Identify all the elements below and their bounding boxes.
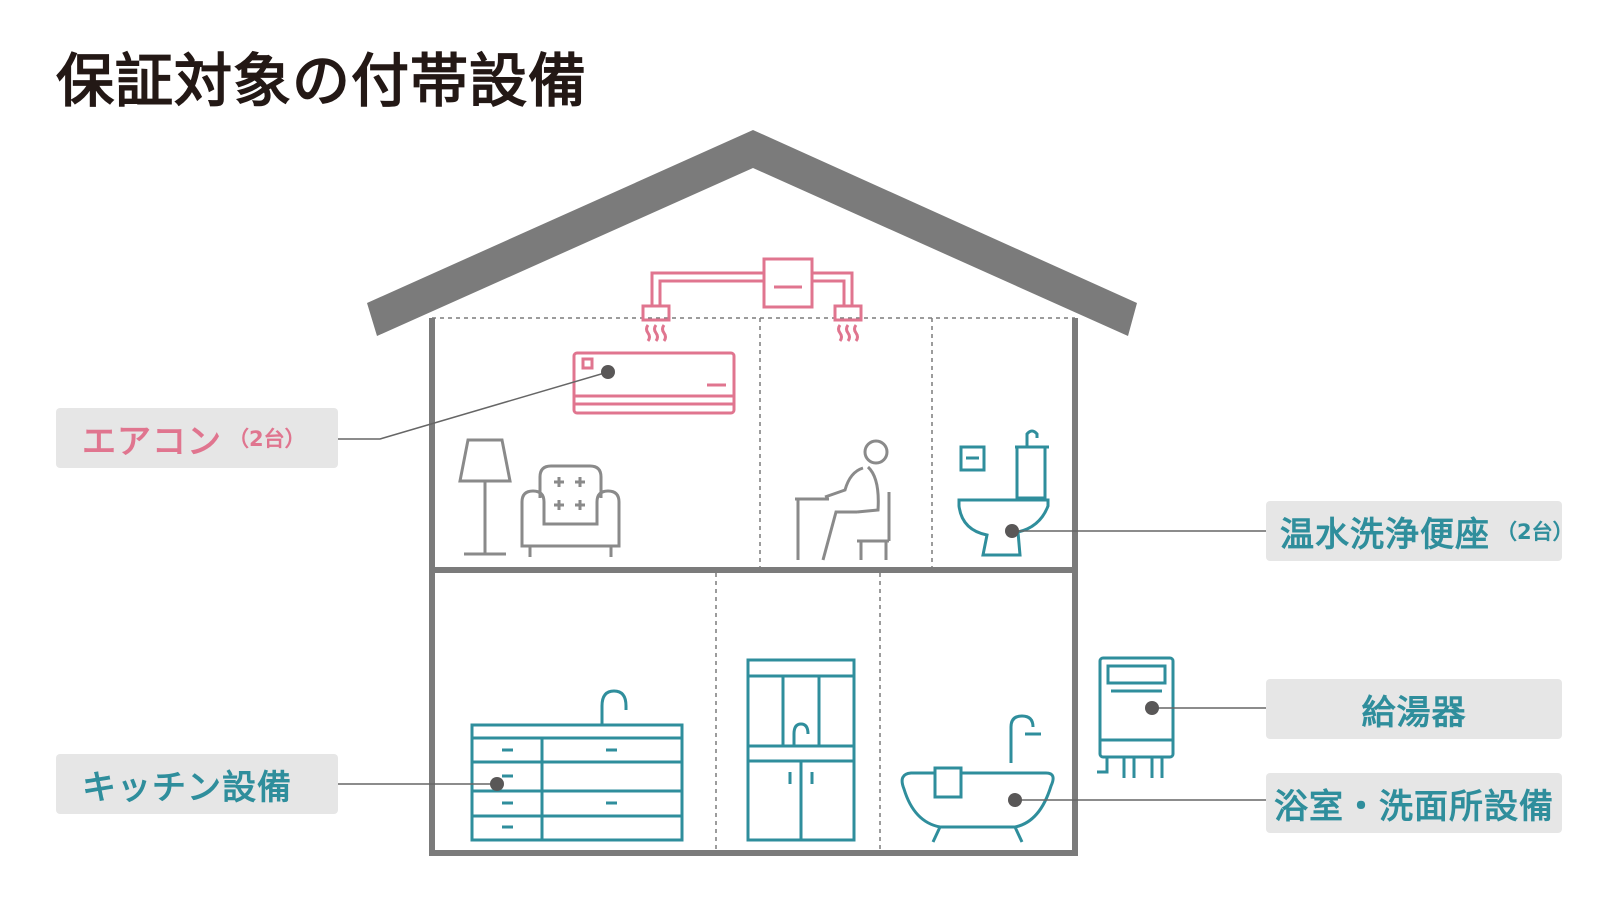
label-bathroom-name: 浴室・洗面所設備 xyxy=(1274,786,1554,827)
dot-bath xyxy=(1008,793,1022,807)
label-air-conditioner-note: （2台） xyxy=(228,427,306,451)
air-conditioner-icon xyxy=(572,351,736,415)
house-walls xyxy=(429,318,1078,856)
room-dividers xyxy=(432,317,1075,850)
leader-line-ac xyxy=(338,371,609,440)
dot-ac xyxy=(601,365,615,379)
leader-dots xyxy=(490,365,1159,807)
kitchen-cabinet-icon xyxy=(470,689,684,842)
house-roof xyxy=(367,130,1137,336)
floor-lamp-icon xyxy=(458,438,512,556)
armchair-icon xyxy=(520,464,621,557)
dot-heater xyxy=(1145,701,1159,715)
toilet-icon xyxy=(957,429,1050,557)
bathtub-icon xyxy=(900,714,1055,843)
label-kitchen: キッチン設備 xyxy=(56,754,338,814)
label-water-heater-name: 給湯器 xyxy=(1361,692,1467,733)
label-washlet-name: 温水洗浄便座 xyxy=(1280,514,1490,555)
label-air-conditioner-name: エアコン xyxy=(82,421,222,462)
label-air-conditioner: エアコン（2台） xyxy=(56,408,338,468)
label-washlet-note: （2台） xyxy=(1496,520,1574,544)
label-bathroom: 浴室・洗面所設備 xyxy=(1266,773,1562,833)
label-kitchen-name: キッチン設備 xyxy=(82,767,292,808)
vanity-icon xyxy=(746,658,856,842)
dot-toilet xyxy=(1005,524,1019,538)
label-washlet: 温水洗浄便座（2台） xyxy=(1266,501,1574,561)
duct-ac-icon xyxy=(641,257,863,342)
leader-lines xyxy=(338,371,1266,801)
toilet-control-panel-icon xyxy=(959,445,986,472)
person-at-desk-icon xyxy=(795,439,891,561)
label-water-heater: 給湯器 xyxy=(1266,679,1562,739)
dot-kitchen xyxy=(490,777,504,791)
page-title: 保証対象の付帯設備 xyxy=(56,47,588,115)
water-heater-icon xyxy=(1097,656,1175,778)
